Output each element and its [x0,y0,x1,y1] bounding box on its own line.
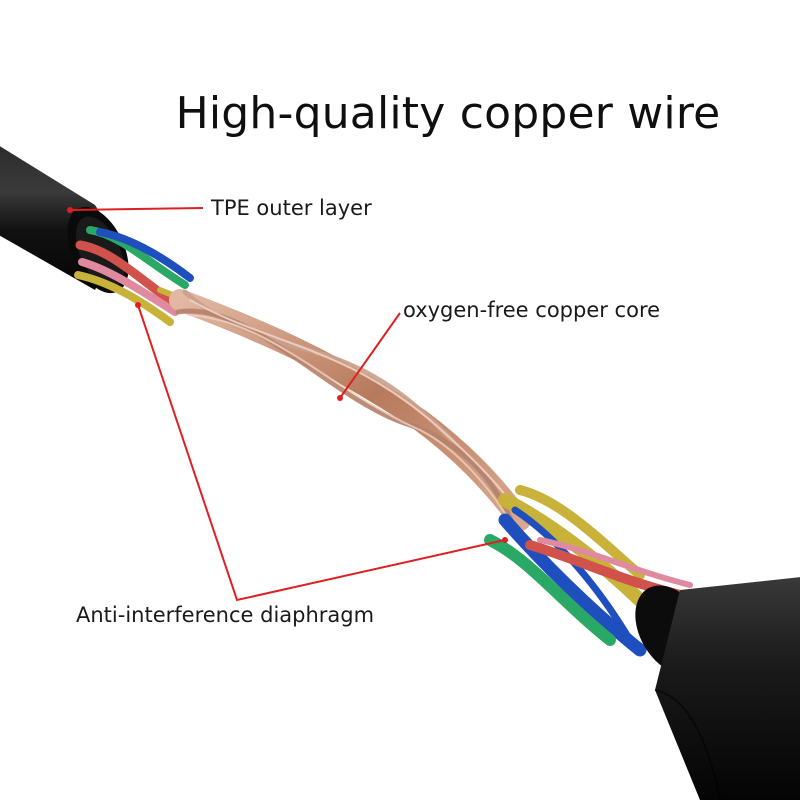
label-tpe-outer-layer: TPE outer layer [211,196,372,220]
diagram-title: High-quality copper wire [175,88,721,139]
leader-core-dot [337,395,343,401]
leader-anti-dot-right [502,537,508,543]
leader-anti [137,304,506,602]
leader-core [339,312,401,399]
right-cable-jacket [635,577,800,800]
label-oxygen-free-copper-core: oxygen-free copper core [403,298,661,322]
leader-tpe-dot [67,207,73,213]
leader-tpe [69,207,204,211]
leader-anti-dot-left [135,302,141,308]
leader-lines [67,207,508,602]
label-anti-interference-diaphragm: Anti-interference diaphragm [76,603,375,627]
copper-core-bundle [169,289,531,533]
